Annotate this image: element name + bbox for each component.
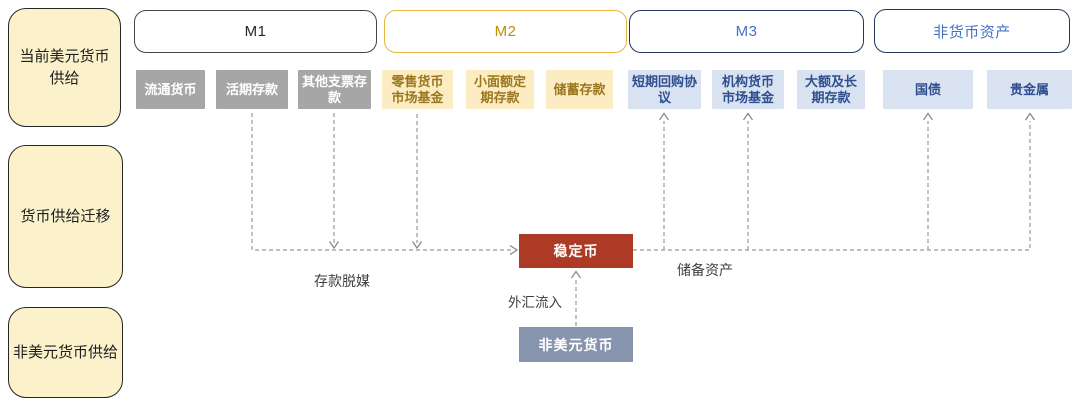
group-header-m2: M2 [384,10,627,53]
node-label: 储蓄存款 [553,81,606,97]
node-institutional-mmf: 机构货币市场基金 [712,70,784,109]
node-label: 其他支票存款 [302,73,368,105]
node-label: 非美元货币 [538,336,614,353]
node-label: 机构货币市场基金 [721,73,774,105]
arrowhead-down-2 [411,241,423,250]
node-stablecoin: 稳定币 [519,234,633,268]
node-other-checkable-deposits: 其他支票存款 [298,70,371,109]
group-header-m1: M1 [134,10,377,53]
group-header-label: M2 [494,23,517,40]
node-label: 流通货币 [144,81,197,97]
node-small-time-deposits: 小面额定期存款 [466,70,534,109]
row-label-text: 货币供给迁移 [20,207,111,225]
group-header-label: M3 [735,23,758,40]
arrowhead-down-1 [328,241,340,250]
node-demand-deposits: 活期存款 [216,70,288,109]
node-short-term-repos: 短期回购协议 [628,70,701,109]
label-reserve-assets: 储备资产 [677,262,733,278]
arrowhead-up-stablecoin [570,270,582,279]
arrowhead-right-stablecoin [509,244,519,256]
node-label: 零售货币市场基金 [391,73,444,105]
arrowhead-up-treasuries [922,112,934,121]
node-treasuries: 国债 [883,70,973,109]
node-label: 稳定币 [553,243,599,259]
arrowhead-up-repo [658,112,670,121]
node-non-usd-currency: 非美元货币 [519,327,633,362]
node-label: 大额及长期存款 [804,73,857,105]
label-deposit-disintermediation: 存款脱媒 [314,273,370,289]
row-label-current-usd-supply: 当前美元货币供给 [8,8,121,127]
node-currency-in-circulation: 流通货币 [136,70,205,109]
row-label-text: 当前美元货币供给 [19,47,110,87]
group-header-m3: M3 [629,10,864,53]
row-label-text: 非美元货币供给 [12,343,118,361]
row-label-supply-migration: 货币供给迁移 [8,145,123,288]
node-large-long-term-deposits: 大额及长期存款 [797,70,865,109]
arrowhead-up-mmf [742,112,754,121]
node-label: 贵金属 [1009,81,1049,97]
label-fx-inflow: 外汇流入 [508,295,562,310]
group-header-label: M1 [244,23,267,40]
node-label: 短期回购协议 [632,73,698,105]
node-retail-money-market-funds: 零售货币市场基金 [382,70,453,109]
group-header-label: 非货币资产 [933,23,1011,41]
row-label-non-usd-supply: 非美元货币供给 [8,307,123,398]
group-header-non-monetary-assets: 非货币资产 [874,9,1070,53]
connector-demand-deposits [251,113,512,251]
node-label: 国债 [914,81,941,97]
arrowhead-up-metals [1024,112,1036,121]
node-savings-deposits: 储蓄存款 [546,70,613,109]
connector-reserve-trunk [633,121,1031,251]
node-precious-metals: 贵金属 [987,70,1072,109]
node-label: 活期存款 [225,81,278,97]
node-label: 小面额定期存款 [473,73,526,105]
